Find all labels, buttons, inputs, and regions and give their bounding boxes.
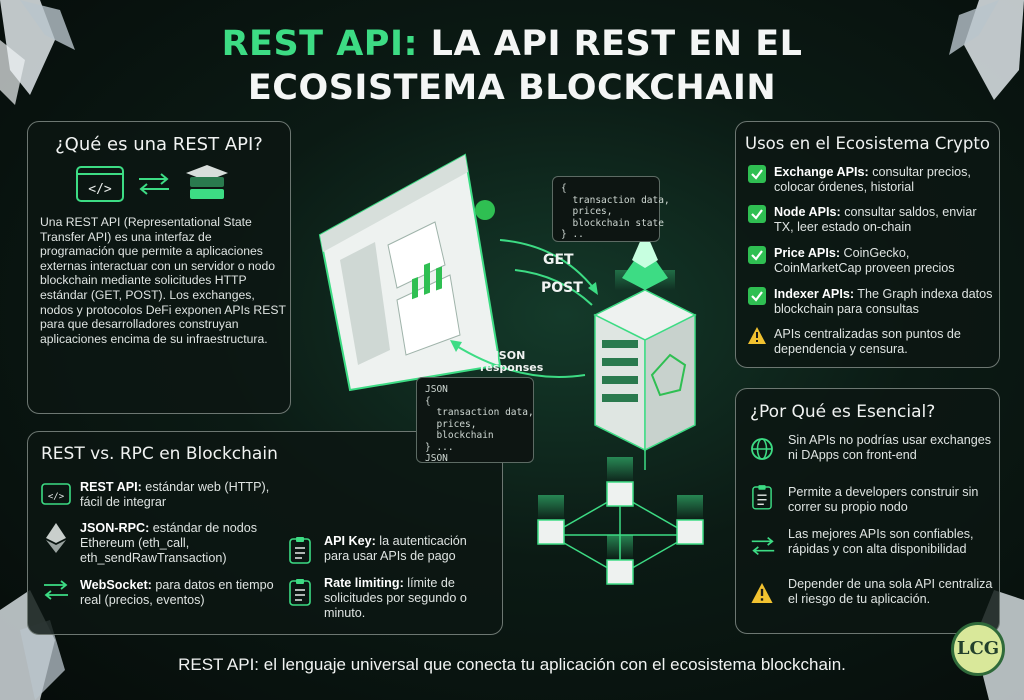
crystal-decoration-top-left xyxy=(0,0,75,105)
uses-item-node: Node APIs: consultar saldos, enviar TX, … xyxy=(774,205,977,234)
footer-tagline: REST API: el lenguaje universal que cone… xyxy=(178,655,846,674)
rest-item-json-rpc: JSON-RPC: estándar de nodos Ethereum (et… xyxy=(80,521,258,565)
why-item-risk: Depender de una sola API centraliza el r… xyxy=(788,577,993,606)
json-responses-label: JSON responses xyxy=(480,349,544,374)
why-heading: ¿Por Qué es Esencial? xyxy=(750,402,936,422)
why-panel: ¿Por Qué es Esencial? Sin APIs no podría… xyxy=(735,388,1000,634)
warning-icon xyxy=(751,583,773,603)
why-item-no-node: Permite a developers construir sin corre… xyxy=(788,485,979,514)
code-window-icon: </> xyxy=(41,483,71,505)
blockchain-node-server xyxy=(593,230,697,452)
rest-item-api-key: API Key: la autenticación para usar APIs… xyxy=(324,534,467,563)
globe-icon xyxy=(751,438,773,460)
dashboard-window xyxy=(318,153,502,392)
svg-text:</>: </> xyxy=(48,492,65,502)
uses-panel: Usos en el Ecosistema Crypto Exchange AP… xyxy=(735,121,1000,368)
why-item-frontend: Sin APIs no podrías usar exchanges ni DA… xyxy=(788,433,992,462)
get-label: GET xyxy=(543,252,574,268)
clipboard-checklist-icon xyxy=(289,537,311,564)
uses-item-price: Price APIs: CoinGecko, CoinMarketCap pro… xyxy=(774,246,955,275)
title-line2: ECOSISTEMA BLOCKCHAIN xyxy=(247,68,777,108)
why-item-reliability: Las mejores APIs son confiables, rápidas… xyxy=(788,527,974,556)
what-is-rest-panel: ¿Qué es una REST API? </> Una REST API (… xyxy=(27,121,291,414)
clipboard-checklist-icon xyxy=(752,485,772,510)
rest-item-rate-limiting: Rate limiting: límite de solicitudes por… xyxy=(324,576,467,620)
svg-text:</>: </> xyxy=(88,182,112,197)
lcg-logo: LCG xyxy=(951,622,1005,676)
exchange-arrows-icon xyxy=(139,173,169,195)
crystal-decoration-top-right xyxy=(949,0,1024,100)
rest-item-rest-api: REST API: estándar web (HTTP), fácil de … xyxy=(80,480,270,509)
code-snippet-bottom: JSON { transaction data, prices, blockch… xyxy=(416,377,534,464)
title-accent: REST API: xyxy=(221,24,418,64)
post-arrow xyxy=(514,269,593,306)
clipboard-checklist-icon xyxy=(289,579,311,606)
swap-arrows-icon xyxy=(751,536,775,556)
page-title: REST API: LA API REST EN EL ECOSISTEMA B… xyxy=(0,22,1024,110)
rest-item-websocket: WebSocket: para datos en tiempo real (pr… xyxy=(80,578,274,607)
what-body: Una REST API (Representational State Tra… xyxy=(40,215,286,346)
swap-arrows-icon xyxy=(44,580,68,600)
server-stack-icon xyxy=(186,165,228,199)
code-snippet-top: { transaction data, prices, blockchain s… xyxy=(552,176,670,242)
ethereum-icon xyxy=(46,523,66,553)
uses-item-exchange: Exchange APIs: consultar precios, coloca… xyxy=(774,165,971,194)
check-icon xyxy=(748,165,766,183)
title-line1: LA API REST EN EL xyxy=(417,24,803,64)
block-cube xyxy=(606,457,634,507)
block-cube xyxy=(676,495,704,545)
uses-heading: Usos en el Ecosistema Crypto xyxy=(745,134,990,153)
block-cube xyxy=(537,495,565,545)
rest-vs-rpc-panel: REST vs. RPC en Blockchain </> REST API:… xyxy=(27,431,503,635)
get-arrow xyxy=(499,239,596,291)
post-label: POST xyxy=(541,280,583,296)
api-flow-diagram xyxy=(318,153,704,585)
code-window-icon: </> xyxy=(76,166,124,202)
uses-item-warning: APIs centralizadas son puntos de depende… xyxy=(774,327,961,356)
what-heading: ¿Qué es una REST API? xyxy=(55,134,263,155)
uses-item-indexer: Indexer APIs: The Graph indexa datos blo… xyxy=(774,287,993,316)
check-icon xyxy=(748,205,766,223)
response-arrow xyxy=(454,344,586,378)
block-cube xyxy=(606,535,634,585)
warning-icon xyxy=(748,327,766,344)
rest-vs-rpc-heading: REST vs. RPC en Blockchain xyxy=(41,444,278,464)
check-icon xyxy=(748,246,766,264)
check-icon xyxy=(748,287,766,305)
